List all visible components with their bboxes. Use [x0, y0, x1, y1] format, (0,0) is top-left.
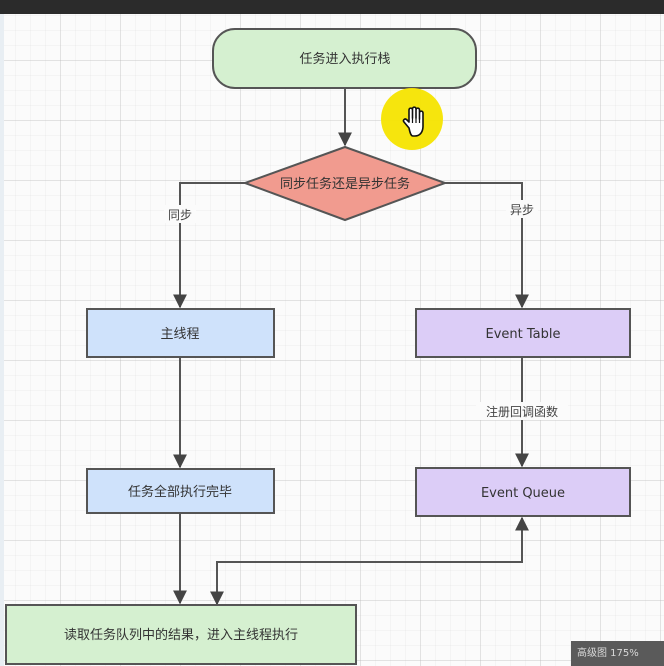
cursor	[381, 88, 443, 150]
hand-pointer-icon	[402, 106, 424, 137]
edge-read-queue-to-event-queue	[210, 516, 529, 606]
node-tasks-done-label: 任务全部执行完毕	[128, 484, 232, 500]
edge-decision-to-event-table	[445, 182, 529, 309]
node-main-thread	[86, 308, 275, 358]
node-start	[212, 28, 477, 89]
edge-decision-to-main-thread	[173, 182, 245, 309]
node-event-table-label: Event Table	[486, 327, 561, 342]
edge-label-bg	[476, 402, 568, 420]
edge-label-bg	[506, 200, 538, 218]
node-main-thread-label: 主线程	[160, 327, 199, 342]
node-event-queue-label: Event Queue	[481, 486, 565, 501]
edge-label-async: 异步	[510, 203, 534, 217]
node-read-queue-label: 读取任务队列中的结果，进入主线程执行	[64, 627, 298, 643]
zoom-level-badge[interactable]: 高级图 175%	[571, 641, 664, 666]
edge-label-sync: 同步	[168, 208, 192, 222]
left-edge-panel	[0, 14, 4, 666]
node-decision	[242, 145, 448, 222]
edge-label-register: 注册回调函数	[486, 404, 558, 419]
node-event-table	[415, 308, 631, 358]
node-start-label: 任务进入执行栈	[299, 51, 390, 67]
window-top-bar	[0, 0, 664, 14]
node-read-queue	[5, 604, 357, 665]
node-decision-label: 同步任务还是异步任务	[280, 176, 410, 192]
edge-label-bg	[164, 205, 196, 223]
node-tasks-done	[86, 468, 275, 514]
node-event-queue	[415, 467, 631, 517]
